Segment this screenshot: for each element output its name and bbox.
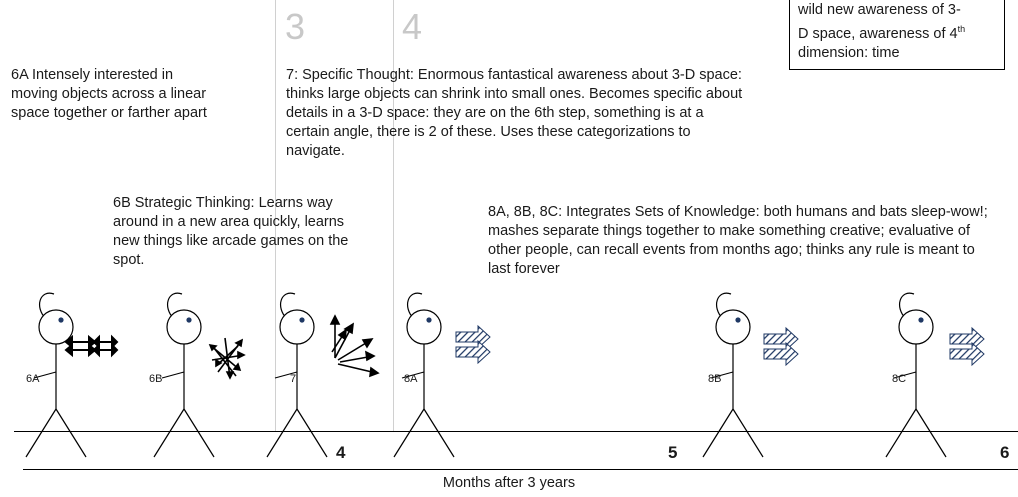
tick-6: 6: [1000, 443, 1010, 462]
stage-divider-3: [275, 0, 276, 432]
striped-arrow-8a-icon: [455, 325, 491, 364]
tick-4: 4: [336, 443, 346, 462]
figure-label-8a: 8A: [404, 373, 418, 385]
timeline-axis: [14, 431, 1018, 432]
stage-number-3: 3: [285, 6, 306, 47]
arrows-6a-icon: [64, 334, 119, 358]
axis-label: Months after 3 years: [442, 475, 576, 491]
figure-label-6b: 6B: [149, 373, 163, 385]
note-6a: 6A Intensely interested in moving object…: [11, 67, 207, 121]
stage-number-4: 4: [402, 6, 423, 47]
scribble-arrows-icon: [208, 337, 246, 380]
striped-arrow-8b-icon: [763, 327, 799, 366]
figure-label-8c: 8C: [892, 373, 907, 385]
figure-label-8b: 8B: [708, 373, 722, 385]
striped-arrow-8c-icon: [949, 327, 985, 366]
figure-7: [266, 292, 380, 458]
figure-label-6a: 6A: [26, 373, 40, 385]
note-box: wild new awareness of 3- D space, awaren…: [789, 0, 1005, 70]
tick-5: 5: [668, 443, 678, 462]
axis-label-line: [23, 469, 1018, 470]
diverging-arrows-icon: [329, 314, 380, 378]
note-8: 8A, 8B, 8C: Integrates Sets of Knowledge…: [488, 204, 988, 277]
figure-6a: [25, 292, 119, 458]
note-7: 7: Specific Thought: Enormous fantastica…: [286, 67, 743, 159]
note-box-text: wild new awareness of 3- D space, awaren…: [798, 2, 966, 61]
figure-6b: [153, 292, 246, 458]
note-6b: 6B Strategic Thinking: Learns way around…: [113, 195, 349, 268]
figure-label-7: 7: [290, 373, 297, 385]
stage-divider-4: [393, 0, 394, 432]
